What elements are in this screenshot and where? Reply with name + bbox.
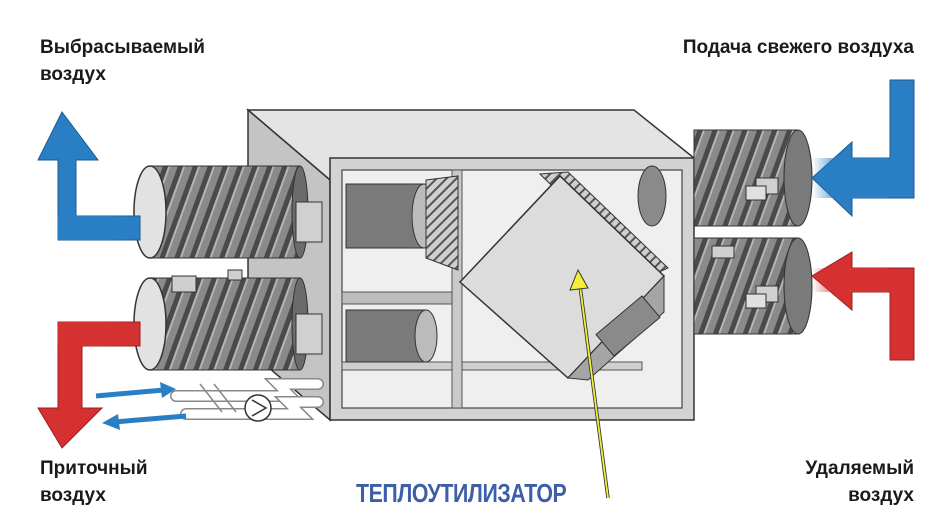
diagram-caption: ТЕПЛОУТИЛИЗАТОР xyxy=(356,478,567,508)
water-flow-arrows xyxy=(95,382,187,430)
arrow-supply xyxy=(37,321,141,449)
label-extract-air: Удаляемый воздух xyxy=(805,455,914,509)
duct-extract xyxy=(693,237,813,335)
internal-fan-lower xyxy=(345,309,438,363)
arrow-extract xyxy=(811,251,915,361)
water-loop xyxy=(170,378,324,420)
label-supply-air: Приточный воздух xyxy=(40,455,148,509)
label-exhaust-line1: Выбрасываемый xyxy=(40,37,205,58)
duct-supply xyxy=(133,269,323,371)
internal-fan-upper xyxy=(345,183,437,249)
label-extract-line2: воздух xyxy=(848,485,914,506)
label-supply-line2: воздух xyxy=(40,485,106,506)
arrow-exhaust xyxy=(37,111,141,241)
caption-pointer-arrow xyxy=(569,268,610,499)
pump-icon xyxy=(244,394,272,422)
filter xyxy=(425,175,459,271)
internal-port-right xyxy=(637,165,667,227)
label-fresh-air-supply: Подача свежего воздуха xyxy=(683,34,914,61)
label-extract-line1: Удаляемый xyxy=(805,458,914,479)
label-exhaust-line2: воздух xyxy=(40,64,106,85)
heat-exchanger-core xyxy=(458,171,669,381)
duct-exhaust xyxy=(133,165,323,259)
label-exhaust-air: Выбрасываемый воздух xyxy=(40,34,205,88)
label-supply-line1: Приточный xyxy=(40,458,148,479)
duct-fresh-air xyxy=(693,129,813,227)
label-fresh-air-line1: Подача свежего воздуха xyxy=(682,37,914,58)
arrow-fresh-air xyxy=(811,79,915,218)
